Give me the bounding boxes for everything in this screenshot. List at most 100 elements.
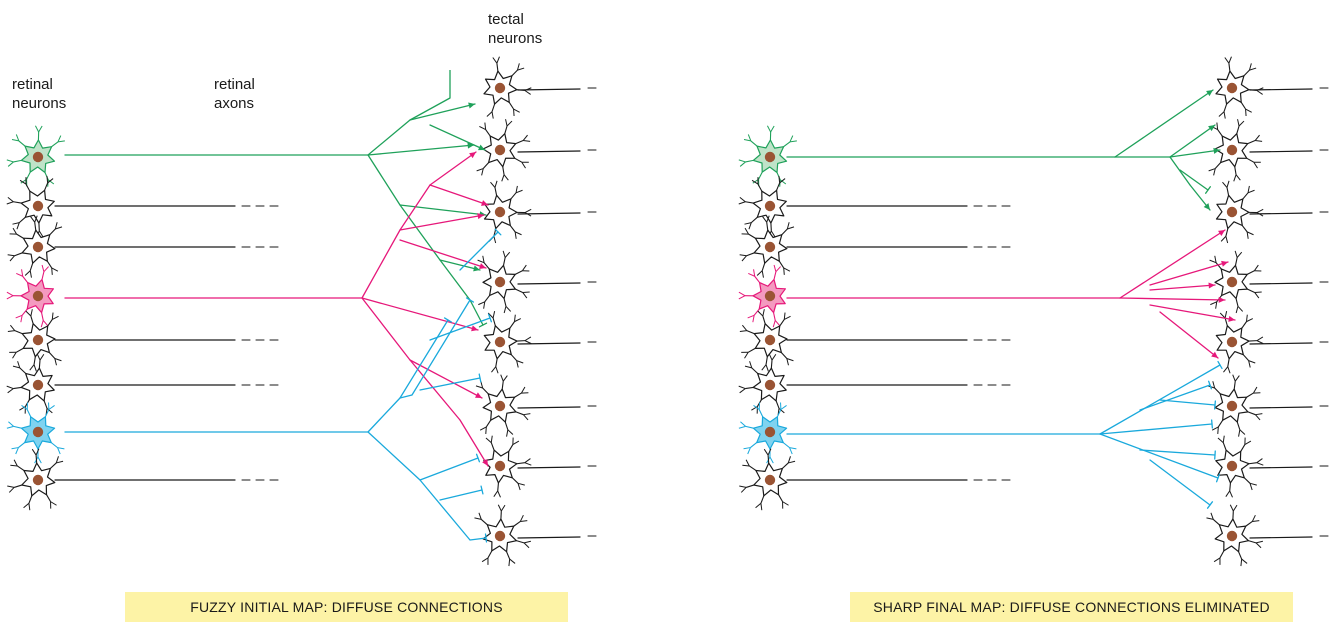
right-tectal-neuron-8-dendrite [1245, 521, 1253, 527]
left-retinal-neuron-8-dendrite-branch [28, 503, 31, 511]
right-tectal-neuron-1-dendrite-branch [1218, 111, 1225, 117]
right-tectal-neuron-7-dendrite-branch [1244, 440, 1252, 445]
left-tectal-neuron-7-dendrite-branch [497, 490, 501, 498]
left-tectal-neuron-1-dendrite-branch [492, 57, 498, 64]
right-tectal-neuron-3-dendrite-branch [1222, 181, 1228, 188]
right-tectal-neuron-3-dendrite-branch [1247, 189, 1255, 194]
left-cyan-branch-down [367, 431, 471, 541]
left-retinal-neuron-8-dendrite-branch [13, 459, 18, 467]
right-retinal-neuron-2-dendrite-branch [748, 222, 752, 230]
right-retinal-neuron-3-nucleus [764, 241, 776, 253]
right-tectal-neuron-8-dendrite-branch [1232, 504, 1238, 512]
right-tectal-neuron-8 [1206, 504, 1263, 567]
right-tectal-neuron-3-dendrite [1242, 192, 1249, 200]
label-tectal-neurons: tectal neurons [488, 10, 608, 48]
right-cyan-to-t7b [1099, 433, 1219, 479]
left-tectal-neuron-2-dendrite-branch [522, 134, 528, 141]
left-tectal-neuron-8-dendrite-branch [519, 514, 524, 522]
left-tectal-neuron-4-dendrite [514, 270, 523, 275]
left-retinal-neuron-5-nucleus [32, 334, 44, 346]
right-tectal-neuron-6 [1207, 374, 1263, 437]
left-tectal-neuron-3-dendrite [510, 192, 517, 200]
retinotectal-map-diagram [6, 56, 1329, 567]
right-retinal-neuron-8-dendrite [782, 462, 789, 469]
left-retinal-neuron-7-dendrite-branch [6, 425, 14, 429]
left-retinal-neuron-6-dendrite-branch [12, 365, 20, 369]
right-tectal-neuron-2-dendrite-branch [1208, 168, 1216, 172]
right-retinal-neuron-2 [738, 175, 787, 238]
right-retinal-neuron-8-dendrite-branch [788, 460, 796, 464]
right-retinal-neuron-3-dendrite [766, 222, 769, 231]
left-tectal-neuron-1-dendrite-branch [513, 108, 515, 117]
right-tectal-neuron-2-dendrite-branch [1255, 140, 1263, 142]
left-tectal-neuron-1-dendrite-branch [524, 90, 531, 95]
left-retinal-neuron-5-dendrite-branch [52, 315, 59, 320]
left-tectal-neuron-1-dendrite-branch [496, 56, 500, 64]
right-retinal-neuron-5-nucleus [764, 334, 776, 346]
right-tectal-axon-3 [1249, 212, 1313, 215]
left-retinal-neuron-5-dendrite-branch [25, 310, 32, 317]
left-retinal-neuron-2-dendrite-branch [19, 179, 27, 185]
right-tectal-axon-8 [1249, 536, 1313, 539]
right-tectal-axon-6 [1249, 406, 1313, 409]
left-retinal-neuron-4-dendrite-branch [16, 272, 23, 277]
left-tectal-neuron-2-dendrite-branch [503, 174, 509, 181]
left-retinal-neuron-3-dendrite-branch [54, 222, 58, 230]
right-retinal-neuron-2-dendrite-branch [751, 179, 759, 185]
right-tectal-neuron-8-nucleus [1226, 530, 1238, 542]
right-retinal-neuron-2-dendrite-branch [744, 222, 752, 225]
right-tectal-neuron-2-dendrite [1247, 140, 1256, 145]
left-tectal-neuron-5-dendrite-branch [516, 360, 524, 364]
right-tectal-neuron-5-dendrite-branch [1224, 311, 1228, 319]
left-tectal-neuron-7-dendrite [508, 444, 514, 452]
left-tectal-neuron-5 [483, 311, 532, 374]
left-retinal-neuron-4-nucleus [32, 290, 44, 302]
left-tectal-axon-4 [517, 282, 581, 285]
right-retinal-neuron-3-dendrite-branch [762, 216, 768, 223]
left-magenta-to-t7-head [482, 459, 488, 466]
right-tectal-neuron-7 [1215, 435, 1264, 498]
right-retinal-neuron-7-dendrite-branch [789, 447, 793, 455]
left-tectal-neuron-1-dendrite-branch [516, 63, 520, 71]
left-tectal-neuron-8-dendrite-branch [508, 559, 511, 567]
left-tectal-neuron-2-dendrite-branch [505, 119, 508, 127]
left-retinal-neuron-5-dendrite [14, 330, 23, 335]
left-green-to-t2b-head [467, 142, 474, 149]
left-cyan-to-t6-tip [478, 373, 482, 383]
right-retinal-neuron-5-dendrite-branch [786, 358, 794, 362]
right-tectal-neuron-4-dendrite-branch [1234, 250, 1238, 258]
left-retinal-neuron-1-dendrite-branch [38, 125, 43, 133]
right-tectal-neuron-5-dendrite [1224, 317, 1228, 326]
right-magenta-to-t5a-head [1228, 315, 1235, 322]
left-retinal-neuron-6-dendrite-branch [46, 407, 53, 414]
right-retinal-neuron-5-dendrite-branch [741, 324, 748, 331]
left-tectal-neuron-2-nucleus [494, 144, 506, 156]
right-tectal-neuron-4 [1209, 250, 1262, 314]
left-retinal-neuron-8-dendrite-branch [56, 460, 64, 464]
right-retinal-neuron-8-dendrite-branch [787, 456, 791, 464]
right-tectal-neuron-1 [1215, 56, 1264, 119]
right-retinal-neuron-4-dendrite [753, 308, 760, 316]
right-tectal-neuron-4-dendrite-branch [1209, 259, 1217, 264]
left-retinal-neuron-7-dendrite-branch [8, 421, 14, 427]
left-retinal-neuron-3-dendrite-branch [29, 270, 32, 278]
right-retinal-neuron-3-dendrite [746, 252, 755, 257]
right-tectal-neuron-7-dendrite [1229, 482, 1231, 491]
left-retinal-neuron-5-dendrite-branch [54, 358, 62, 362]
left-green-to-t4 [439, 259, 481, 271]
left-green-to-t5-tip [478, 322, 488, 328]
right-tectal-neuron-6-dendrite-branch [1212, 381, 1216, 389]
right-tectal-neuron-5-dendrite-branch [1223, 366, 1229, 373]
right-retinal-neuron-8-dendrite [745, 484, 754, 488]
right-retinal-neuron-1-dendrite-branch [770, 125, 775, 133]
left-tectal-neuron-4-dendrite [502, 257, 506, 266]
right-tectal-neuron-2-dendrite [1217, 129, 1223, 137]
left-cyan-branch-up [367, 394, 413, 433]
left-retinal-neuron-7-dendrite [18, 442, 26, 448]
right-retinal-neuron-1-dendrite [758, 171, 763, 180]
right-green-to-t1 [1114, 89, 1214, 158]
right-tectal-neuron-4-dendrite [1247, 288, 1255, 293]
caption-sharp-final-map: SHARP FINAL MAP: DIFFUSE CONNECTIONS ELI… [850, 592, 1293, 622]
label-retinal-axons: retinal axons [214, 75, 334, 113]
